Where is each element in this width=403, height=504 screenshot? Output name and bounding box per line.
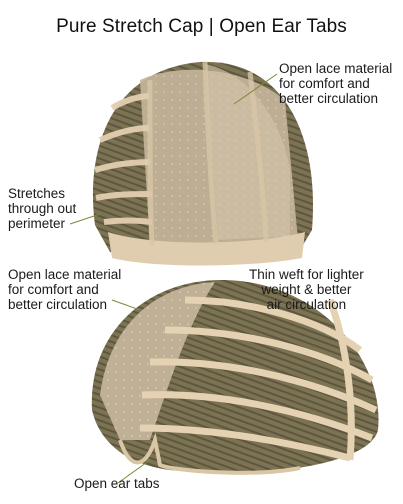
callout-open-lace-bottom: Open lace material for comfort and bette… [8,267,122,312]
page-title: Pure Stretch Cap | Open Ear Tabs [56,16,347,37]
callout-stretches-perimeter: Stretches through out perimeter [8,186,77,231]
bottom-cap-image [91,279,379,475]
callout-thin-weft: Thin weft for lighter weight & better ai… [249,267,364,312]
callout-leaders [69,73,278,484]
callout-open-ear-tabs: Open ear tabs [74,476,160,491]
top-cap-image [92,61,314,266]
callout-open-lace-top: Open lace material for comfort and bette… [279,61,393,106]
